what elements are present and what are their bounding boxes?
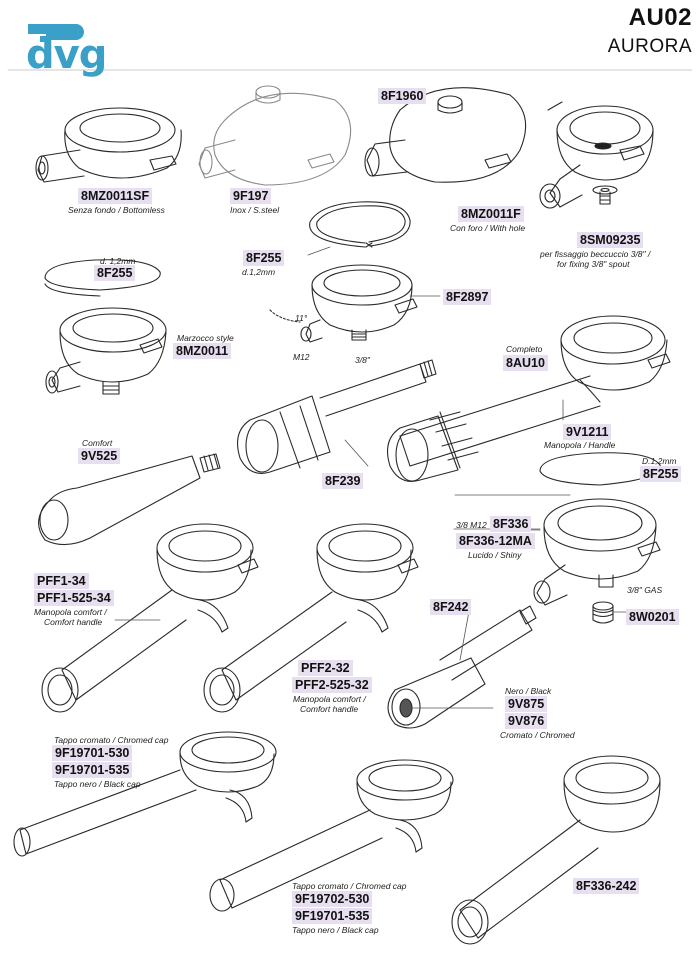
part-caption: Manopola / Handle [544, 440, 616, 450]
part-code-9V1211: 9V1211 [563, 424, 612, 440]
part-code-8F336-12MA: 8F336-12MA [456, 533, 535, 549]
part-caption: Manopola comfort / [34, 607, 107, 617]
part-caption: Manopola comfort / [293, 694, 366, 704]
basket-marzocco-drawing [44, 259, 167, 395]
part-code-8F255: 8F255 [640, 466, 682, 482]
part-caption: d. 1,2mm [100, 256, 136, 266]
portafilter-8f336-242-drawing [451, 755, 661, 945]
spout-cover-drawing [364, 87, 527, 183]
part-code-8AU10: 8AU10 [503, 355, 548, 371]
part-caption: for fixing 3/8" spout [557, 259, 630, 269]
part-code-8F336: 8F336 [490, 516, 532, 532]
part-caption: Tappo cromato / Chromed cap [292, 881, 407, 891]
handle-grip-drawing [387, 411, 479, 482]
part-code-8MZ0011SF: 8MZ0011SF [78, 188, 153, 204]
part-caption: Senza fondo / Bottomless [68, 205, 165, 215]
gasket-ring-drawing [309, 201, 411, 248]
model-name: AURORA [607, 36, 692, 57]
part-caption: d.1,2mm [242, 267, 276, 277]
thread-dim: M12 [293, 352, 310, 362]
portafilter-9f19701-drawing [13, 731, 277, 857]
part-caption: 3/8" GAS [627, 585, 663, 595]
handle-grip-rod-drawing [237, 359, 437, 474]
spout-fitting-drawing [592, 185, 618, 205]
complete-portafilter-drawing [399, 315, 671, 467]
part-code-8F255: 8F255 [94, 265, 136, 281]
part-code-8F242: 8F242 [430, 599, 472, 615]
comfort-handle-drawing [38, 453, 221, 546]
rod-handle-drawing [387, 605, 537, 729]
part-caption: Lucido / Shiny [468, 550, 522, 560]
part-code-8F239: 8F239 [322, 473, 364, 489]
part-caption: Completo [506, 344, 543, 354]
brand-logo: dvg [26, 32, 107, 78]
spout-dim: 3/8" [355, 355, 370, 365]
part-code-9F197: 9F197 [230, 188, 272, 204]
part-caption: Tappo cromato / Chromed cap [54, 735, 169, 745]
part-code-8MZ0011F: 8MZ0011F [458, 206, 524, 222]
part-caption: per fissaggio beccuccio 3/8" / [540, 249, 651, 259]
part-code-9F19701-535: 9F19701-535 [52, 762, 133, 778]
part-code-9V875: 9V875 [505, 696, 548, 712]
part-code-8MZ0011: 8MZ0011 [173, 343, 232, 359]
spout-cover-inox-drawing [198, 85, 352, 186]
portafilter-pff2-drawing [203, 523, 419, 713]
dvg-logo-icon [28, 24, 84, 42]
part-code-PFF2-525-32: PFF2-525-32 [292, 677, 372, 693]
model-code: AU02 [628, 4, 692, 31]
part-caption: Tappo nero / Black cap [54, 779, 141, 789]
thread-fitting-drawing [592, 601, 614, 624]
part-code-PFF1-525-34: PFF1-525-34 [34, 590, 114, 606]
basket-drawing [269, 264, 418, 343]
angle-dim: 11° [295, 313, 308, 323]
part-code-9V525: 9V525 [78, 448, 121, 464]
part-caption: Marzocco style [177, 333, 234, 343]
part-code-9F19702-530: 9F19702-530 [292, 891, 373, 907]
basket-with-hole-drawing [539, 101, 654, 209]
part-code-8F2897: 8F2897 [443, 289, 492, 305]
part-caption: Cromato / Chromed [500, 730, 575, 740]
part-code-8F336-242: 8F336-242 [573, 878, 640, 894]
part-code-9F19701-530: 9F19701-530 [52, 745, 133, 761]
portafilter-pff1-drawing [41, 523, 259, 713]
part-code-8SM09235: 8SM09235 [577, 232, 644, 248]
part-caption: Nero / Black [505, 686, 552, 696]
part-code-8W0201: 8W0201 [626, 609, 679, 625]
thread-spec: 3/8 M12 [456, 520, 487, 530]
portafilter-9f19702-drawing [209, 759, 454, 912]
part-code-9V876: 9V876 [505, 713, 548, 729]
part-caption: Comfort [82, 438, 113, 448]
part-code-PFF2-32: PFF2-32 [298, 660, 353, 676]
part-caption: Tappo nero / Black cap [292, 925, 379, 935]
part-caption: D.1,2mm [642, 456, 677, 466]
part-code-9F19701-535: 9F19701-535 [292, 908, 373, 924]
part-code-8F1960: 8F1960 [378, 88, 427, 104]
part-caption: Con foro / With hole [450, 223, 526, 233]
part-code-PFF1-34: PFF1-34 [34, 573, 89, 589]
part-caption: Inox / S.steel [230, 205, 280, 215]
part-code-8F255: 8F255 [243, 250, 285, 266]
part-caption: Comfort handle [300, 704, 359, 714]
basket-bottomless-drawing [35, 107, 182, 183]
part-caption: Comfort handle [44, 617, 103, 627]
basket-spout-drawing [529, 452, 661, 606]
